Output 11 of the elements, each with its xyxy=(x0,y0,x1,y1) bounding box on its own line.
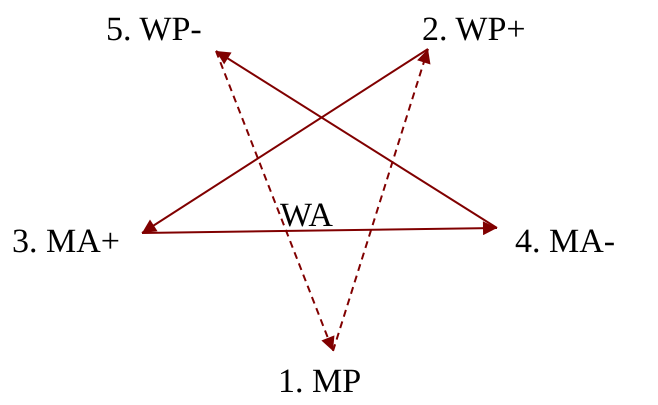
arrow xyxy=(142,221,498,236)
dashed-arrow xyxy=(332,48,430,352)
node-label: 5. WP- xyxy=(106,12,202,50)
node-label: 2. WP+ xyxy=(418,12,526,50)
node-label: 4. MA- xyxy=(497,224,616,264)
arrow xyxy=(141,48,429,234)
node-label: 3. MA+ xyxy=(12,224,120,264)
dashed-arrow xyxy=(215,50,334,352)
center-label: WA xyxy=(280,198,333,234)
node-label: 1. MP xyxy=(278,351,362,403)
arrow xyxy=(215,50,498,229)
